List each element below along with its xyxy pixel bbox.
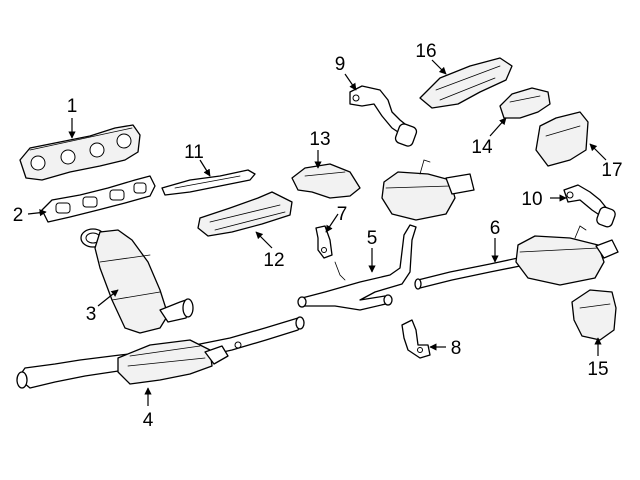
leader-7: [325, 213, 339, 233]
callout-2: 2: [13, 205, 24, 226]
leader-16: [431, 59, 447, 75]
callout-15: 15: [587, 359, 608, 380]
leader-2: [27, 209, 47, 217]
part-exhaust-manifold[interactable]: [19, 124, 141, 181]
callout-4: 4: [143, 410, 154, 431]
part-heat-shield-11[interactable]: [161, 169, 256, 196]
part-heat-shield-15[interactable]: [571, 289, 617, 341]
part-heat-shield-16[interactable]: [419, 57, 513, 109]
callout-9: 9: [335, 54, 346, 75]
leader-3: [97, 289, 119, 307]
callout-6: 6: [490, 218, 501, 239]
leader-17: [589, 143, 607, 161]
callout-17: 17: [601, 160, 622, 181]
leader-14: [489, 117, 507, 137]
callout-14: 14: [471, 137, 493, 158]
callout-labels: 1 2 3 4 5 6 7 8 9 10 11 12 13 14 15 16 1…: [13, 41, 623, 431]
callout-3: 3: [86, 304, 97, 325]
callout-12: 12: [263, 250, 284, 271]
callout-8: 8: [451, 338, 462, 359]
callout-10: 10: [521, 189, 542, 210]
leader-9: [344, 73, 357, 91]
part-rear-muffler-left[interactable]: [381, 159, 475, 221]
part-heat-shield-14[interactable]: [499, 87, 551, 119]
callout-leaders: [27, 59, 607, 406]
part-intermediate-y-pipe[interactable]: [297, 224, 417, 311]
part-rear-muffler-right[interactable]: [414, 225, 619, 290]
leader-11: [199, 159, 211, 177]
callout-7: 7: [337, 204, 348, 225]
part-bracket-8[interactable]: [401, 319, 431, 359]
part-heat-shield-12[interactable]: [197, 191, 293, 237]
callout-13: 13: [309, 129, 330, 150]
callout-1: 1: [67, 96, 78, 117]
callout-16: 16: [415, 41, 436, 62]
part-heat-shield-17[interactable]: [535, 111, 589, 167]
part-manifold-gasket[interactable]: [41, 175, 156, 223]
part-catalytic-converter[interactable]: [80, 228, 194, 334]
callout-11: 11: [184, 142, 204, 163]
part-hanger-9[interactable]: [349, 85, 418, 147]
part-heat-shield-13[interactable]: [291, 163, 361, 199]
callout-5: 5: [367, 228, 378, 249]
part-front-pipe-with-converter[interactable]: [16, 316, 305, 389]
leader-12: [255, 231, 273, 249]
part-bracket-7[interactable]: [315, 225, 333, 259]
part-hanger-10[interactable]: [563, 184, 617, 228]
